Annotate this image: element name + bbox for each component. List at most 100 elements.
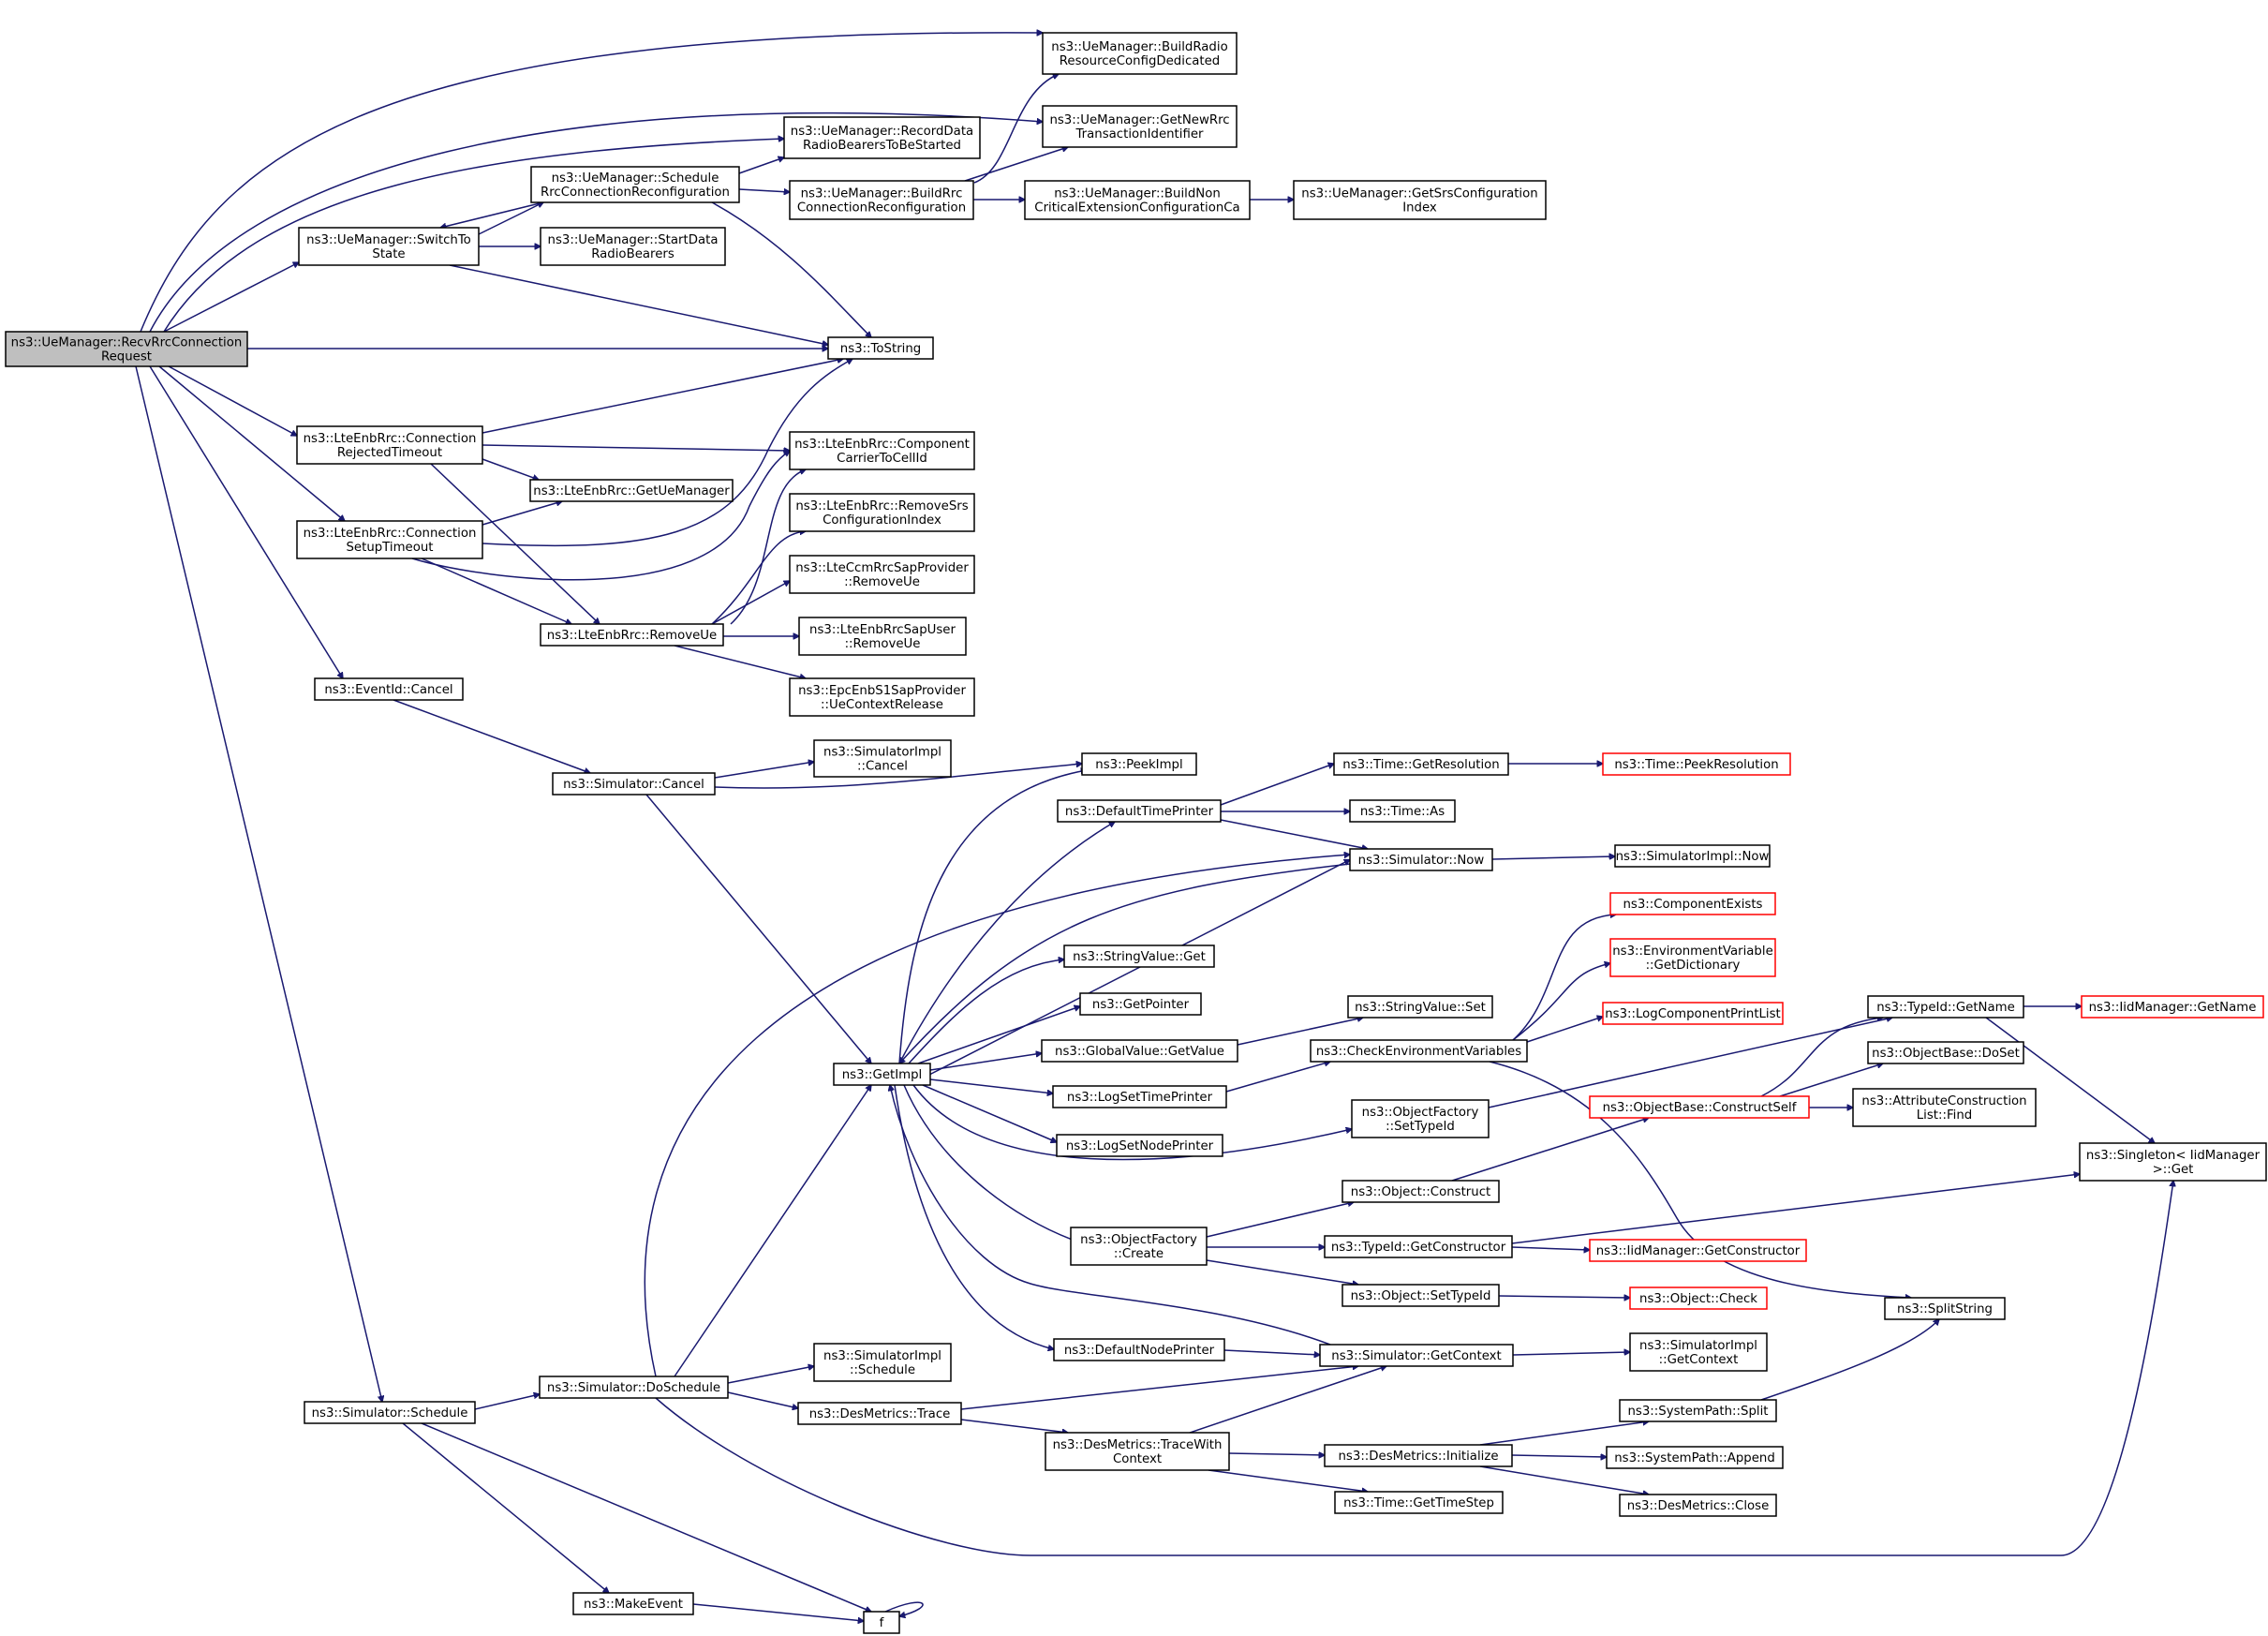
function-node-stringValueSet[interactable]: ns3::StringValue::Set xyxy=(1347,995,1493,1019)
function-node-typeIdGetName[interactable]: ns3::TypeId::GetName xyxy=(1867,995,2024,1019)
function-node-simImplNow[interactable]: ns3::SimulatorImpl::Now xyxy=(1614,844,1771,868)
function-node-globalValueGet[interactable]: ns3::GlobalValue::GetValue xyxy=(1041,1039,1238,1063)
node-label-line: ns3::LteEnbRrcSapUser xyxy=(809,623,956,637)
function-node-simNow[interactable]: ns3::Simulator::Now xyxy=(1349,848,1493,871)
function-node-buildNon[interactable]: ns3::UeManager::BuildNonCriticalExtensio… xyxy=(1024,180,1251,220)
function-node-desTrace[interactable]: ns3::DesMetrics::Trace xyxy=(797,1402,962,1425)
function-node-logCompPrint[interactable]: ns3::LogComponentPrintList xyxy=(1602,1002,1784,1025)
function-node-objBaseDoSet[interactable]: ns3::ObjectBase::DoSet xyxy=(1867,1041,2024,1064)
node-label-line: ns3::LogSetTimePrinter xyxy=(1067,1091,1213,1105)
function-node-typeIdGetConstructor[interactable]: ns3::TypeId::GetConstructor xyxy=(1324,1235,1513,1258)
node-box xyxy=(1333,752,1509,776)
function-node-peekImpl[interactable]: ns3::PeekImpl xyxy=(1081,752,1197,776)
function-node-makeEvent[interactable]: ns3::MakeEvent xyxy=(572,1592,694,1615)
node-label-line: ns3::GetImpl xyxy=(842,1068,922,1082)
function-node-desInit[interactable]: ns3::DesMetrics::Initialize xyxy=(1324,1444,1513,1467)
function-node-timeGetTimeStep[interactable]: ns3::Time::GetTimeStep xyxy=(1334,1491,1504,1514)
node-label-line: ns3::DefaultTimePrinter xyxy=(1065,805,1214,819)
call-edge-simDoSchedule-to-simNow xyxy=(644,855,1350,1377)
call-edge-checkEnv-to-envVar xyxy=(1512,963,1610,1041)
function-node-componentExists[interactable]: ns3::ComponentExists xyxy=(1609,892,1776,915)
edge-path xyxy=(1526,1017,1603,1043)
function-node-getUeManager[interactable]: ns3::LteEnbRrc::GetUeManager xyxy=(529,479,734,502)
function-node-simImplCancel[interactable]: ns3::SimulatorImpl::Cancel xyxy=(813,739,952,778)
function-node-lteSapUser[interactable]: ns3::LteEnbRrcSapUser::RemoveUe xyxy=(798,617,967,656)
function-node-removeSrs[interactable]: ns3::LteEnbRrc::RemoveSrsConfigurationIn… xyxy=(789,493,975,532)
function-node-singletonGet[interactable]: ns3::Singleton< IidManager >::Get xyxy=(2079,1142,2267,1182)
function-node-simImplSchedule[interactable]: ns3::SimulatorImpl::Schedule xyxy=(813,1343,952,1382)
edge-path xyxy=(884,1601,924,1616)
function-node-getImpl[interactable]: ns3::GetImpl xyxy=(833,1063,931,1086)
function-node-constructSelf[interactable]: ns3::ObjectBase::ConstructSelf xyxy=(1589,1095,1810,1119)
function-node-connRejected[interactable]: ns3::LteEnbRrc::ConnectionRejectedTimeou… xyxy=(296,425,483,465)
node-box xyxy=(1081,752,1197,776)
function-node-recordData[interactable]: ns3::UeManager::RecordDataRadioBearersTo… xyxy=(783,116,981,159)
node-label-line: ns3::DesMetrics::Trace xyxy=(809,1407,951,1421)
node-label-line: ns3::LteEnbRrc::GetUeManager xyxy=(533,484,730,498)
function-node-objFactorySetTypeId[interactable]: ns3::ObjectFactory::SetTypeId xyxy=(1351,1099,1490,1138)
call-edge-globalValueGet-to-stringValueSet xyxy=(1237,1018,1363,1046)
node-label-line: ns3::Simulator::DoSchedule xyxy=(547,1381,720,1395)
function-node-logSetTime[interactable]: ns3::LogSetTimePrinter xyxy=(1052,1085,1227,1108)
function-node-removeUe[interactable]: ns3::LteEnbRrc::RemoveUe xyxy=(540,623,724,647)
function-node-simGetContext[interactable]: ns3::Simulator::GetContext xyxy=(1319,1344,1514,1367)
function-node-sysPathAppend[interactable]: ns3::SystemPath::Append xyxy=(1606,1446,1784,1469)
function-node-defaultTimePrinter[interactable]: ns3::DefaultTimePrinter xyxy=(1057,799,1222,823)
function-node-objSetTypeId[interactable]: ns3::Object::SetTypeId xyxy=(1342,1284,1500,1307)
function-node-scheduleRrc[interactable]: ns3::UeManager::ScheduleRrcConnectionRec… xyxy=(530,166,740,203)
call-edge-root-to-simSchedule xyxy=(135,365,382,1402)
call-edge-simCancel-to-simImplCancel xyxy=(714,762,814,779)
node-box xyxy=(1052,1085,1227,1108)
function-node-objCheck[interactable]: ns3::Object::Check xyxy=(1629,1286,1768,1310)
function-node-buildRrc[interactable]: ns3::UeManager::BuildRrcConnectionReconf… xyxy=(789,180,974,220)
function-node-epcEnb[interactable]: ns3::EpcEnbS1SapProvider::UeContextRelea… xyxy=(789,677,975,717)
node-box xyxy=(1053,1338,1225,1361)
function-node-simDoSchedule[interactable]: ns3::Simulator::DoSchedule xyxy=(539,1376,729,1399)
function-node-stringValueGet[interactable]: ns3::StringValue::Get xyxy=(1063,944,1215,968)
call-edge-desInit-to-sysPathSplit xyxy=(1479,1421,1649,1446)
node-label-line: ns3::DesMetrics::TraceWith xyxy=(1053,1438,1223,1452)
node-box xyxy=(1609,938,1776,977)
node-box xyxy=(789,493,975,532)
function-node-eventCancel[interactable]: ns3::EventId::Cancel xyxy=(314,677,464,701)
function-node-iidGetConstructor[interactable]: ns3::IidManager::GetConstructor xyxy=(1589,1239,1807,1262)
function-node-defaultNodePrinter[interactable]: ns3::DefaultNodePrinter xyxy=(1053,1338,1225,1361)
function-node-buildRadio[interactable]: ns3::UeManager::BuildRadioResourceConfig… xyxy=(1042,32,1238,75)
function-node-timeAs[interactable]: ns3::Time::As xyxy=(1349,799,1456,823)
function-node-getPointer[interactable]: ns3::GetPointer xyxy=(1079,992,1202,1016)
call-edge-logSetTime-to-checkEnv xyxy=(1225,1062,1330,1093)
node-label-line: ns3::TypeId::GetName xyxy=(1876,1001,2015,1015)
function-node-simSchedule[interactable]: ns3::Simulator::Schedule xyxy=(304,1401,476,1424)
function-node-desClose[interactable]: ns3::DesMetrics::Close xyxy=(1619,1494,1777,1517)
function-node-splitString[interactable]: ns3::SplitString xyxy=(1884,1297,2006,1320)
edge-path xyxy=(140,33,1043,333)
node-box xyxy=(1349,848,1493,871)
function-node-objFactoryCreate[interactable]: ns3::ObjectFactory::Create xyxy=(1070,1227,1208,1266)
function-node-simImplGetContext[interactable]: ns3::SimulatorImpl::GetContext xyxy=(1629,1332,1768,1372)
function-node-logSetNode[interactable]: ns3::LogSetNodePrinter xyxy=(1056,1134,1223,1157)
function-node-toString[interactable]: ns3::ToString xyxy=(827,336,934,360)
function-node-sysPathSplit[interactable]: ns3::SystemPath::Split xyxy=(1619,1399,1777,1422)
function-node-checkEnv[interactable]: ns3::CheckEnvironmentVariables xyxy=(1310,1039,1528,1063)
node-box xyxy=(1056,1134,1223,1157)
node-box xyxy=(1042,105,1238,148)
function-node-iidGetName[interactable]: ns3::IidManager::GetName xyxy=(2081,995,2264,1019)
function-node-getResolution[interactable]: ns3::Time::GetResolution xyxy=(1333,752,1509,776)
function-node-envVar[interactable]: ns3::EnvironmentVariable::GetDictionary xyxy=(1609,938,1776,977)
node-box xyxy=(1024,180,1251,220)
function-node-objConstruct[interactable]: ns3::Object::Construct xyxy=(1342,1180,1500,1203)
function-node-simCancel[interactable]: ns3::Simulator::Cancel xyxy=(552,772,716,796)
function-node-f[interactable]: f xyxy=(863,1611,900,1634)
function-node-peekResolution[interactable]: ns3::Time::PeekResolution xyxy=(1602,752,1791,776)
function-node-getNewRrc[interactable]: ns3::UeManager::GetNewRrcTransactionIden… xyxy=(1042,105,1238,148)
function-node-lteCcm[interactable]: ns3::LteCcmRrcSapProvider::RemoveUe xyxy=(789,555,975,594)
node-label-line: CarrierToCellId xyxy=(837,452,927,466)
